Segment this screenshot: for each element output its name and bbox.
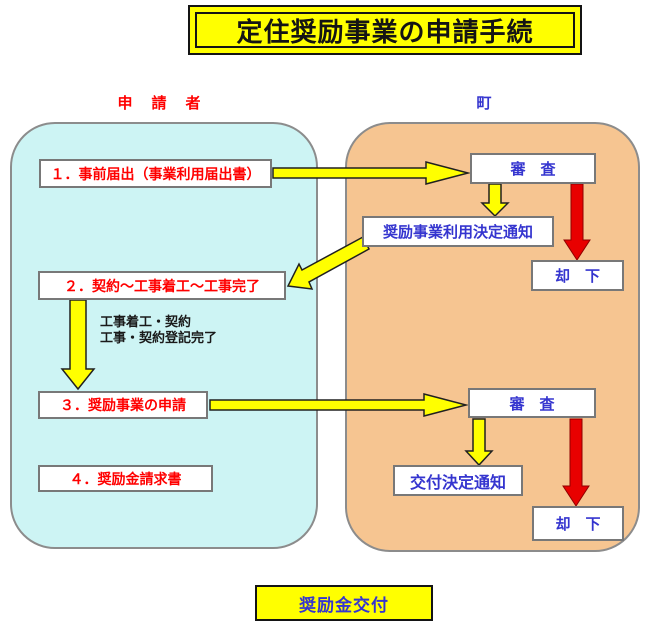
step3-box: ３．奨励事業の申請 (38, 391, 208, 419)
rejection2-box: 却 下 (532, 506, 624, 541)
step4-box: ４．奨励金請求書 (38, 465, 213, 492)
review1-box: 審 査 (470, 153, 596, 184)
step2-box: ２．契約～工事着工～工事完了 (38, 271, 286, 300)
title-banner: 定住奨励事業の申請手続 (188, 5, 582, 55)
construction-note-line1: 工事着工・契約 (100, 314, 192, 329)
rejection1-box: 却 下 (531, 260, 624, 291)
applicant-column-label: 申 請 者 (117, 95, 203, 112)
grant-payment-box: 奨励金交付 (255, 585, 433, 621)
construction-note-line2: 工事・契約登記完了 (100, 330, 218, 345)
construction-note: 工事着工・契約 工事・契約登記完了 (100, 314, 217, 346)
decision-notice1-box: 奨励事業利用決定通知 (362, 216, 554, 247)
page-title: 定住奨励事業の申請手続 (195, 12, 575, 48)
review2-box: 審 査 (468, 388, 596, 418)
decision-notice2-box: 交付決定通知 (393, 465, 523, 496)
town-column-label: 町 (476, 95, 494, 112)
step1-box: １．事前届出（事業利用届出書） (39, 159, 272, 188)
